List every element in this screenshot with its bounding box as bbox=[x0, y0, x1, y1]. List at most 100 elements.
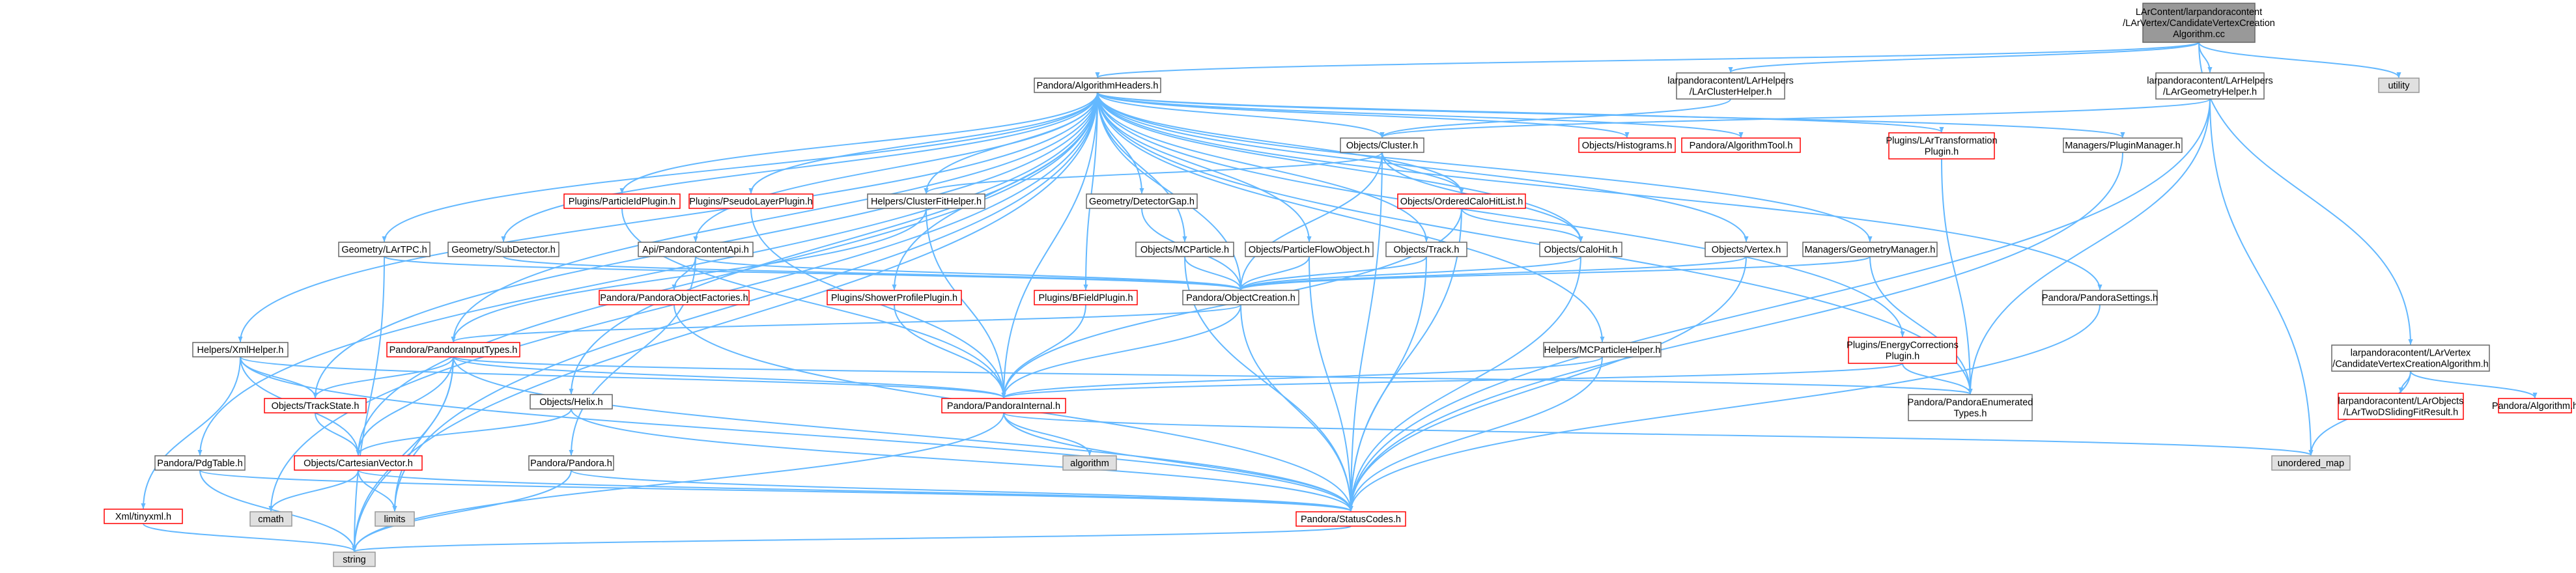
node-pandora_algorithm[interactable]: Pandora/Algorithm.h bbox=[2492, 398, 2576, 413]
node-box-objects_histograms[interactable] bbox=[1578, 137, 1676, 153]
node-box-pandora_settings[interactable] bbox=[2042, 290, 2158, 305]
node-box-string[interactable] bbox=[333, 552, 376, 567]
node-box-geometry_lar_tpc[interactable] bbox=[338, 242, 431, 257]
node-box-objects_mc_particle[interactable] bbox=[1135, 242, 1234, 257]
node-box-pandora_algorithm[interactable] bbox=[2498, 398, 2572, 413]
node-pandora_input_types[interactable]: Pandora/PandoraInputTypes.h bbox=[386, 342, 520, 357]
node-managers_plugin[interactable]: Managers/PluginManager.h bbox=[2063, 137, 2183, 153]
node-box-plugins_bfield[interactable] bbox=[1034, 290, 1138, 305]
node-objects_cluster[interactable]: Objects/Cluster.h bbox=[1340, 137, 1424, 153]
node-objects_calo_hit[interactable]: Objects/CaloHit.h bbox=[1539, 242, 1622, 257]
node-cmath[interactable]: cmath bbox=[249, 511, 292, 527]
node-box-root[interactable] bbox=[2142, 3, 2256, 43]
node-box-cand_vtx_alg_h[interactable] bbox=[2331, 344, 2490, 372]
node-plugins_bfield[interactable]: Plugins/BFieldPlugin.h bbox=[1034, 290, 1138, 305]
node-box-plugins_shower_profile[interactable] bbox=[827, 290, 962, 305]
node-box-helpers_cluster_fit[interactable] bbox=[867, 193, 985, 209]
node-box-plugins_particle_id[interactable] bbox=[563, 193, 681, 209]
node-plugins_particle_id[interactable]: Plugins/ParticleIdPlugin.h bbox=[563, 193, 681, 209]
node-pandora_object_factories[interactable]: Pandora/PandoraObjectFactories.h bbox=[599, 290, 750, 305]
node-pandora_object_creation[interactable]: Pandora/ObjectCreation.h bbox=[1182, 290, 1299, 305]
node-utility[interactable]: utility bbox=[2378, 77, 2420, 93]
node-unordered_map[interactable]: unordered_map bbox=[2271, 455, 2351, 471]
node-pandora_internal[interactable]: Pandora/PandoraInternal.h bbox=[941, 398, 1066, 413]
node-box-plugins_pseudo_layer[interactable] bbox=[688, 193, 814, 209]
node-limits[interactable]: limits bbox=[375, 511, 415, 527]
node-box-managers_plugin[interactable] bbox=[2063, 137, 2183, 153]
node-box-pandora_status_codes[interactable] bbox=[1295, 511, 1406, 527]
node-managers_geometry[interactable]: Managers/GeometryManager.h bbox=[1802, 242, 1938, 257]
node-objects_track[interactable]: Objects/Track.h bbox=[1385, 242, 1467, 257]
node-plugins_shower_profile[interactable]: Plugins/ShowerProfilePlugin.h bbox=[827, 290, 962, 305]
node-api_pandora_content[interactable]: Api/PandoraContentApi.h bbox=[638, 242, 754, 257]
node-string[interactable]: string bbox=[333, 552, 376, 567]
node-box-objects_track_state[interactable] bbox=[264, 398, 367, 413]
node-root[interactable]: LArContent/larpandoracontent/LArVertex/C… bbox=[2123, 3, 2275, 43]
node-alg_headers[interactable]: Pandora/AlgorithmHeaders.h bbox=[1034, 77, 1161, 93]
node-box-pandora_enumerated[interactable] bbox=[1908, 394, 2033, 421]
node-box-objects_track[interactable] bbox=[1385, 242, 1467, 257]
node-box-pandora_algorithm_tool[interactable] bbox=[1681, 137, 1801, 153]
node-objects_vertex[interactable]: Objects/Vertex.h bbox=[1705, 242, 1788, 257]
node-box-algorithm[interactable] bbox=[1062, 455, 1117, 471]
node-box-pandora_pdg_table[interactable] bbox=[154, 455, 246, 471]
node-box-cmath[interactable] bbox=[249, 511, 292, 527]
node-xml_tinyxml[interactable]: Xml/tinyxml.h bbox=[104, 509, 183, 524]
node-objects_pfo[interactable]: Objects/ParticleFlowObject.h bbox=[1245, 242, 1374, 257]
node-pandora_pandora[interactable]: Pandora/Pandora.h bbox=[528, 455, 614, 471]
node-box-lar_two_d_sliding[interactable] bbox=[2338, 393, 2464, 420]
node-box-objects_cluster[interactable] bbox=[1340, 137, 1424, 153]
node-objects_cartesian[interactable]: Objects/CartesianVector.h bbox=[294, 455, 423, 471]
node-pandora_status_codes[interactable]: Pandora/StatusCodes.h bbox=[1295, 511, 1406, 527]
node-box-objects_cartesian[interactable] bbox=[294, 455, 423, 471]
node-lar_cluster_helper[interactable]: larpandoracontent/LArHelpers/LArClusterH… bbox=[1667, 72, 1794, 100]
node-box-helpers_xml[interactable] bbox=[192, 342, 289, 357]
node-objects_histograms[interactable]: Objects/Histograms.h bbox=[1578, 137, 1676, 153]
node-objects_helix[interactable]: Objects/Helix.h bbox=[530, 394, 613, 410]
node-cand_vtx_alg_h[interactable]: larpandoracontent/LArVertex/CandidateVer… bbox=[2331, 344, 2490, 372]
node-box-managers_geometry[interactable] bbox=[1802, 242, 1938, 257]
node-box-geometry_detector_gap[interactable] bbox=[1086, 193, 1198, 209]
node-box-objects_helix[interactable] bbox=[530, 394, 613, 410]
node-box-lar_cluster_helper[interactable] bbox=[1676, 72, 1785, 100]
node-box-pandora_input_types[interactable] bbox=[386, 342, 520, 357]
node-objects_ordered_calo[interactable]: Objects/OrderedCaloHitList.h bbox=[1397, 193, 1526, 209]
node-box-utility[interactable] bbox=[2378, 77, 2420, 93]
node-box-objects_ordered_calo[interactable] bbox=[1397, 193, 1526, 209]
node-helpers_mc_particle[interactable]: Helpers/MCParticleHelper.h bbox=[1543, 342, 1662, 357]
node-geometry_sub_detector[interactable]: Geometry/SubDetector.h bbox=[447, 242, 559, 257]
node-box-plugins_lar_transformation[interactable] bbox=[1888, 132, 1995, 160]
node-box-pandora_object_creation[interactable] bbox=[1182, 290, 1299, 305]
node-lar_two_d_sliding[interactable]: larpandoracontent/LArObjects/LArTwoDSlid… bbox=[2338, 393, 2464, 420]
node-box-objects_vertex[interactable] bbox=[1705, 242, 1788, 257]
node-pandora_algorithm_tool[interactable]: Pandora/AlgorithmTool.h bbox=[1681, 137, 1801, 153]
node-pandora_settings[interactable]: Pandora/PandoraSettings.h bbox=[2042, 290, 2158, 305]
node-objects_mc_particle[interactable]: Objects/MCParticle.h bbox=[1135, 242, 1234, 257]
node-geometry_lar_tpc[interactable]: Geometry/LArTPC.h bbox=[338, 242, 431, 257]
node-box-plugins_energy_corrections[interactable] bbox=[1848, 337, 1957, 364]
node-lar_geometry_helper[interactable]: larpandoracontent/LArHelpers/LArGeometry… bbox=[2147, 72, 2273, 100]
node-box-pandora_internal[interactable] bbox=[941, 398, 1066, 413]
node-box-alg_headers[interactable] bbox=[1034, 77, 1161, 93]
node-box-xml_tinyxml[interactable] bbox=[104, 509, 183, 524]
node-box-geometry_sub_detector[interactable] bbox=[447, 242, 559, 257]
node-box-objects_calo_hit[interactable] bbox=[1539, 242, 1622, 257]
node-box-limits[interactable] bbox=[375, 511, 415, 527]
node-algorithm[interactable]: algorithm bbox=[1062, 455, 1117, 471]
node-box-helpers_mc_particle[interactable] bbox=[1543, 342, 1662, 357]
node-helpers_xml[interactable]: Helpers/XmlHelper.h bbox=[192, 342, 289, 357]
node-box-unordered_map[interactable] bbox=[2271, 455, 2351, 471]
node-box-lar_geometry_helper[interactable] bbox=[2155, 72, 2265, 100]
node-helpers_cluster_fit[interactable]: Helpers/ClusterFitHelper.h bbox=[867, 193, 985, 209]
node-box-api_pandora_content[interactable] bbox=[638, 242, 754, 257]
node-box-objects_pfo[interactable] bbox=[1245, 242, 1374, 257]
node-pandora_pdg_table[interactable]: Pandora/PdgTable.h bbox=[154, 455, 246, 471]
node-objects_track_state[interactable]: Objects/TrackState.h bbox=[264, 398, 367, 413]
node-plugins_pseudo_layer[interactable]: Plugins/PseudoLayerPlugin.h bbox=[688, 193, 814, 209]
node-box-pandora_pandora[interactable] bbox=[528, 455, 614, 471]
node-geometry_detector_gap[interactable]: Geometry/DetectorGap.h bbox=[1086, 193, 1198, 209]
node-box-pandora_object_factories[interactable] bbox=[599, 290, 750, 305]
